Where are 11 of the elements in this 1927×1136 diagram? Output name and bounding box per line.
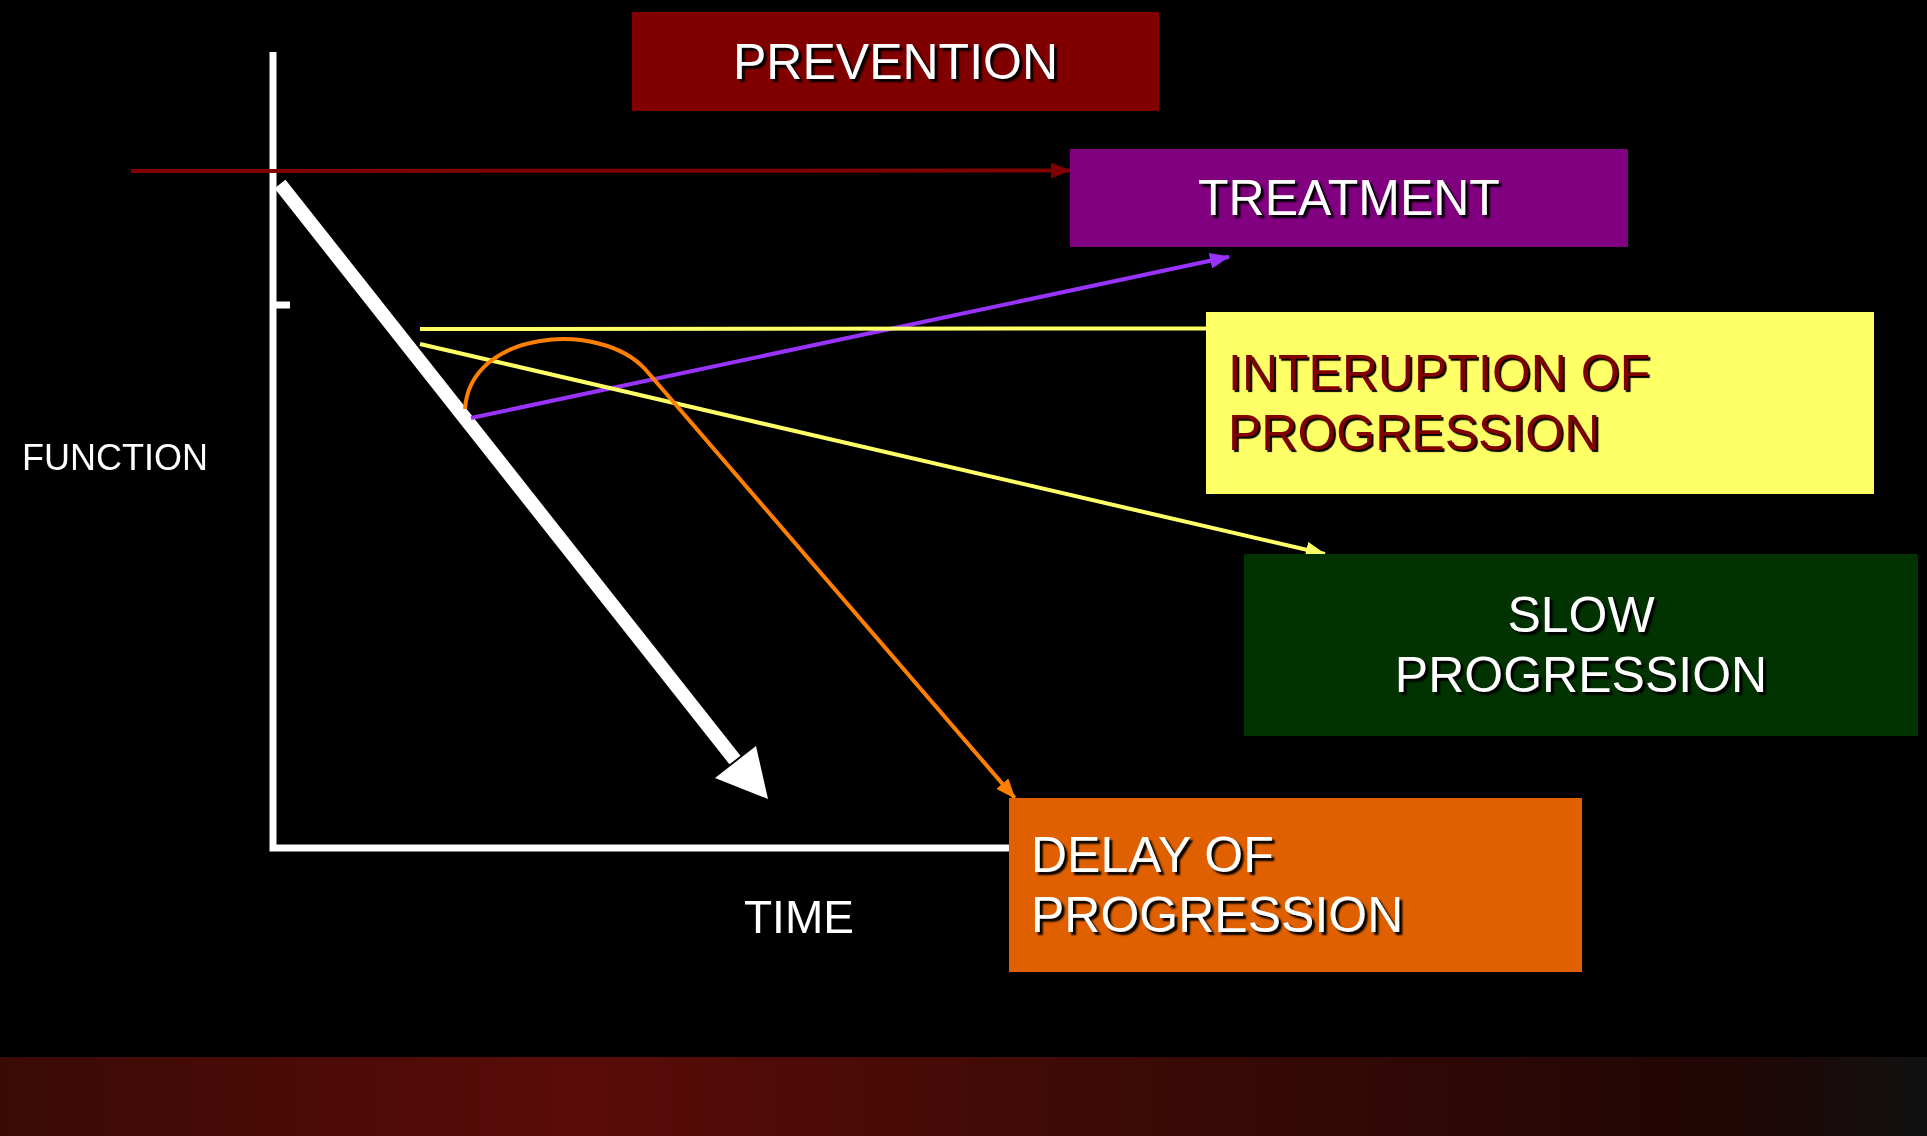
label-box: DELAY OF PROGRESSION [1009,798,1582,972]
arrow [131,162,1071,179]
arrow [470,252,1230,420]
connector-line [420,326,1206,331]
axis-label: FUNCTION [22,437,208,479]
label-box: INTERUPTION OF PROGRESSION [1206,312,1874,494]
label-box: PREVENTION [632,12,1159,111]
label-box: SLOW PROGRESSION [1244,554,1918,736]
axis-label: TIME [744,890,854,944]
label-box: TREATMENT [1070,149,1628,247]
arrow [463,337,1017,800]
